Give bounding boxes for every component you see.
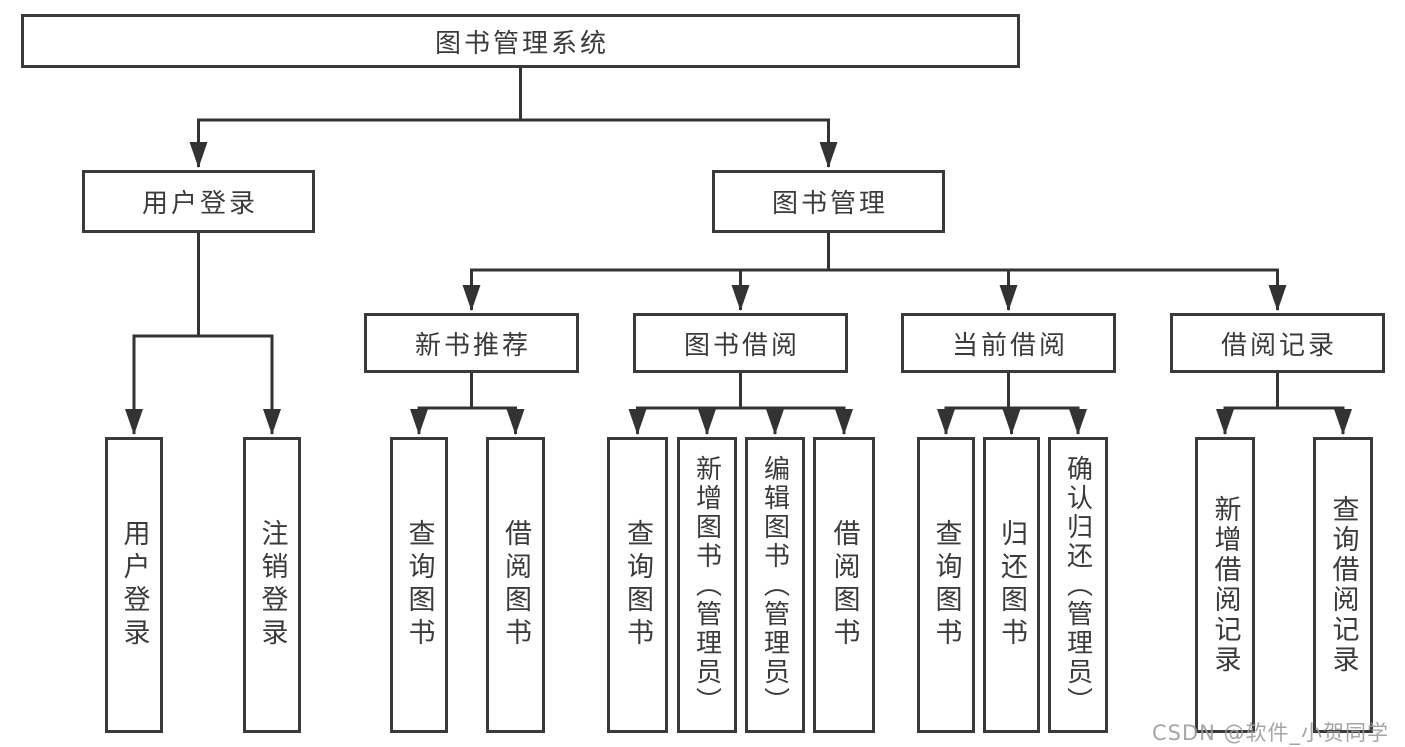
node-label: 注销登录 [256, 519, 288, 651]
node-label: 新增借阅记录 [1209, 495, 1241, 675]
node-borrowing-records: 借阅记录 [1170, 313, 1385, 373]
node-logout: 注销登录 [243, 437, 301, 733]
node-return-books: 归还图书 [983, 437, 1040, 733]
node-label: 新书推荐 [414, 330, 531, 361]
node-label: 新增图书（管理员） [691, 454, 722, 716]
node-edit-books-admin: 编辑图书（管理员） [745, 437, 805, 733]
node-label: 查询图书 [930, 519, 962, 651]
node-new-book-recommendation: 新书推荐 [364, 313, 579, 373]
node-user-login: 用户登录 [82, 170, 315, 233]
node-label: 查询图书 [622, 519, 653, 651]
node-query-books-current: 查询图书 [917, 437, 975, 733]
watermark: CSDN @软件_小贺同学 [1152, 721, 1390, 745]
node-label: 确认归还（管理员） [1062, 454, 1093, 716]
node-label: 当前借阅 [951, 330, 1068, 361]
node-query-books-borrow: 查询图书 [607, 437, 668, 733]
node-label: 借阅图书 [500, 519, 531, 651]
node-label: 借阅记录 [1220, 330, 1337, 361]
node-user-login-leaf: 用户登录 [105, 437, 163, 733]
node-label: 图书管理系统 [434, 28, 609, 59]
node-library-management-system: 图书管理系统 [21, 14, 1020, 68]
node-add-books-admin: 新增图书（管理员） [677, 437, 737, 733]
node-query-borrow-record: 查询借阅记录 [1313, 437, 1373, 733]
node-book-borrowing: 图书借阅 [633, 313, 848, 373]
node-query-books-recommend: 查询图书 [390, 437, 448, 733]
node-add-borrow-record: 新增借阅记录 [1195, 437, 1255, 733]
node-label: 图书借阅 [683, 330, 800, 361]
node-label: 归还图书 [996, 519, 1027, 651]
node-label: 查询图书 [403, 519, 435, 651]
node-label: 用户登录 [141, 189, 258, 219]
node-confirm-return-admin: 确认归还（管理员） [1048, 437, 1108, 733]
node-label: 图书管理 [771, 189, 888, 219]
node-label: 查询借阅记录 [1327, 495, 1359, 675]
node-current-borrowing: 当前借阅 [901, 313, 1116, 373]
node-label: 编辑图书（管理员） [759, 454, 790, 716]
node-borrow-books: 借阅图书 [813, 437, 875, 733]
node-label: 用户登录 [118, 519, 150, 651]
node-borrow-books-recommend: 借阅图书 [486, 437, 545, 733]
node-book-management: 图书管理 [712, 170, 945, 233]
node-label: 借阅图书 [828, 519, 860, 651]
